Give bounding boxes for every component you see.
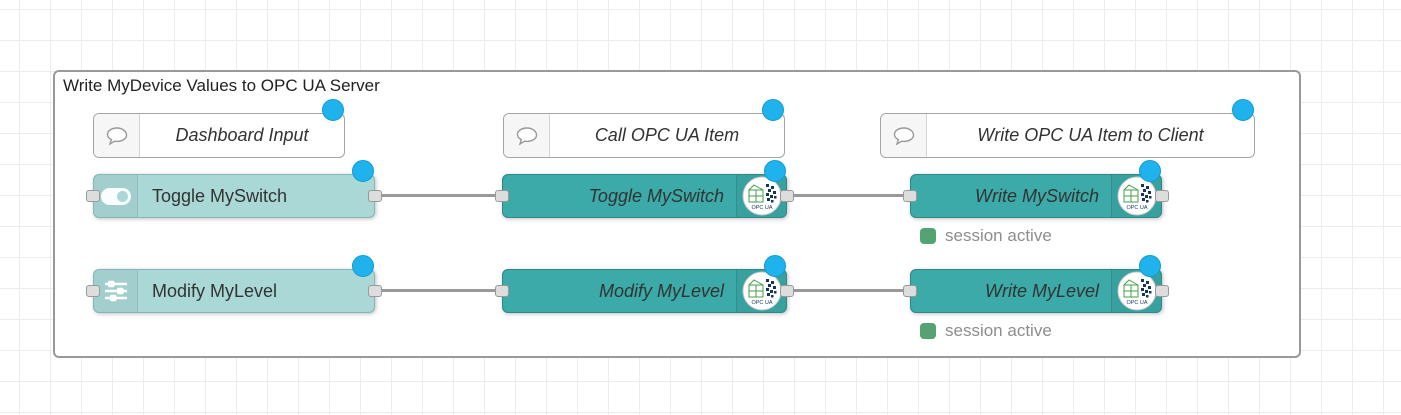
output-port[interactable] [1155,285,1169,297]
node-changed-indicator [762,99,784,121]
node-label: Modify MyLevel [598,280,724,301]
node-label: Toggle MySwitch [152,185,288,206]
node-dashboard-toggle-myswitch[interactable]: Toggle MySwitch [93,174,375,218]
status-text: session active [945,226,1052,245]
comment-bubble-icon [504,114,550,157]
node-changed-indicator [352,255,374,277]
output-port[interactable] [1155,190,1169,202]
toggle-switch-icon [94,175,138,217]
node-changed-indicator [1139,160,1161,182]
node-dashboard-modify-mylevel[interactable]: Modify MyLevel [93,269,375,313]
comment-node-write-opcua-item[interactable]: Write OPC UA Item to Client [880,113,1255,158]
node-opcua-call-toggle-myswitch[interactable]: Toggle MySwitch OPC UA [502,174,787,218]
node-label: Write MyLevel [984,280,1099,301]
input-port[interactable] [495,190,509,202]
node-opcua-write-mylevel[interactable]: Write MyLevel OPC UA [910,269,1162,313]
node-status: session active [920,321,1052,341]
wire[interactable] [375,194,502,197]
node-changed-indicator [1139,255,1161,277]
status-dot-green [920,323,936,339]
wire[interactable] [787,194,910,197]
output-port[interactable] [780,190,794,202]
wire[interactable] [375,289,502,292]
node-opcua-write-myswitch[interactable]: Write MySwitch OPC UA [910,174,1162,218]
node-label: Modify MyLevel [152,280,278,301]
opcua-logo-icon: OPC UA [736,175,786,217]
svg-text:OPC UA: OPC UA [1126,205,1147,211]
input-port[interactable] [86,285,100,297]
status-text: session active [945,321,1052,340]
node-opcua-call-modify-mylevel[interactable]: Modify MyLevel OPC UA [502,269,787,313]
comment-label: Call OPC UA Item [594,125,740,145]
comment-node-dashboard-input[interactable]: Dashboard Input [93,113,345,158]
opcua-logo-icon: OPC UA [1111,270,1161,312]
svg-text:OPC UA: OPC UA [751,205,772,211]
node-changed-indicator [352,160,374,182]
opcua-logo-icon: OPC UA [1111,175,1161,217]
input-port[interactable] [903,190,917,202]
node-changed-indicator [764,255,786,277]
node-changed-indicator [1232,99,1254,121]
output-port[interactable] [368,285,382,297]
output-port[interactable] [368,190,382,202]
comment-label: Write OPC UA Item to Client [977,125,1204,145]
input-port[interactable] [903,285,917,297]
comment-label: Dashboard Input [175,125,309,145]
opcua-logo-icon: OPC UA [736,270,786,312]
node-label: Toggle MySwitch [588,185,724,206]
output-port[interactable] [780,285,794,297]
input-port[interactable] [86,190,100,202]
comment-bubble-icon [881,114,927,157]
node-changed-indicator [322,99,344,121]
wire[interactable] [787,289,910,292]
status-dot-green [920,228,936,244]
input-port[interactable] [495,285,509,297]
sliders-icon [94,270,138,312]
group-title: Write MyDevice Values to OPC UA Server [63,76,380,95]
node-status: session active [920,226,1052,246]
svg-text:OPC UA: OPC UA [1126,300,1147,306]
node-label: Write MySwitch [974,185,1099,206]
comment-node-call-opcua-item[interactable]: Call OPC UA Item [503,113,785,158]
node-changed-indicator [764,160,786,182]
svg-text:OPC UA: OPC UA [751,300,772,306]
comment-bubble-icon [94,114,140,157]
